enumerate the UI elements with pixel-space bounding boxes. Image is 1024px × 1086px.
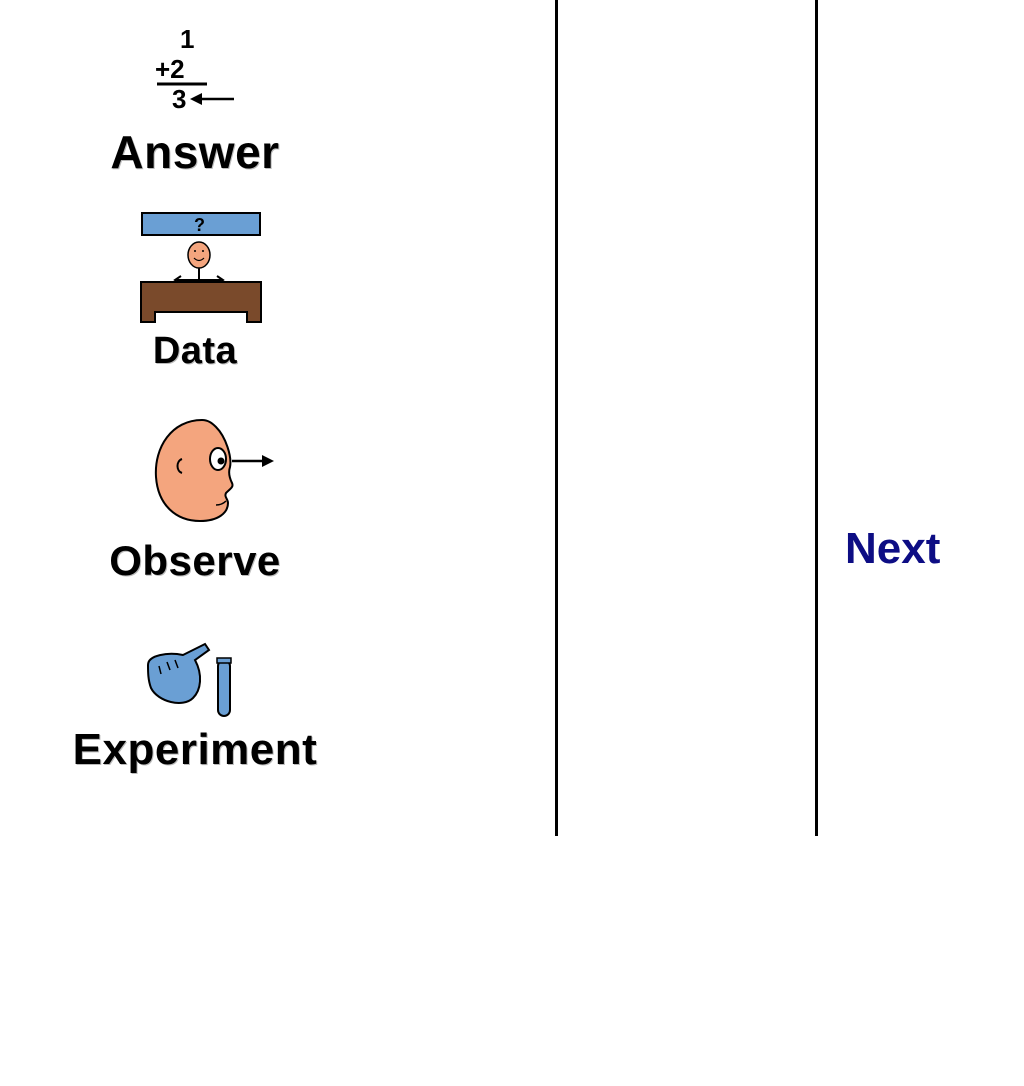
- experiment-label: Experiment: [72, 725, 318, 774]
- answer-label: Answer: [110, 126, 280, 178]
- answer-card[interactable]: 1 +2 3 Answer: [40, 0, 350, 180]
- observe-card[interactable]: Observe: [40, 405, 350, 590]
- next-link[interactable]: Next: [845, 524, 941, 573]
- ear: [176, 458, 183, 474]
- column-divider-right: [815, 0, 818, 836]
- data-card[interactable]: ? Data: [40, 195, 350, 375]
- arrow-left-icon: [190, 93, 234, 105]
- test-tube: [217, 659, 231, 717]
- question-mark: ?: [194, 215, 205, 235]
- eye: [209, 447, 227, 471]
- data-label: Data: [152, 330, 238, 372]
- sum-result: 3: [172, 84, 186, 114]
- addend-top: 1: [180, 24, 194, 54]
- column-divider-left: [555, 0, 558, 836]
- flask-icon: [146, 642, 232, 717]
- observe-eye-icon: [154, 418, 274, 523]
- observe-label: Observe: [109, 537, 281, 584]
- flask: [146, 642, 211, 704]
- question-board: [141, 212, 261, 236]
- addend-bottom: +2: [155, 54, 185, 84]
- head: [154, 418, 234, 523]
- arrow-right-icon: [232, 455, 274, 467]
- experiment-card[interactable]: Experiment: [40, 620, 350, 785]
- data-desk-icon: ?: [140, 212, 262, 323]
- desk: [140, 281, 262, 323]
- addition-icon: 1 +2 3: [155, 24, 234, 114]
- person-head: [187, 241, 211, 269]
